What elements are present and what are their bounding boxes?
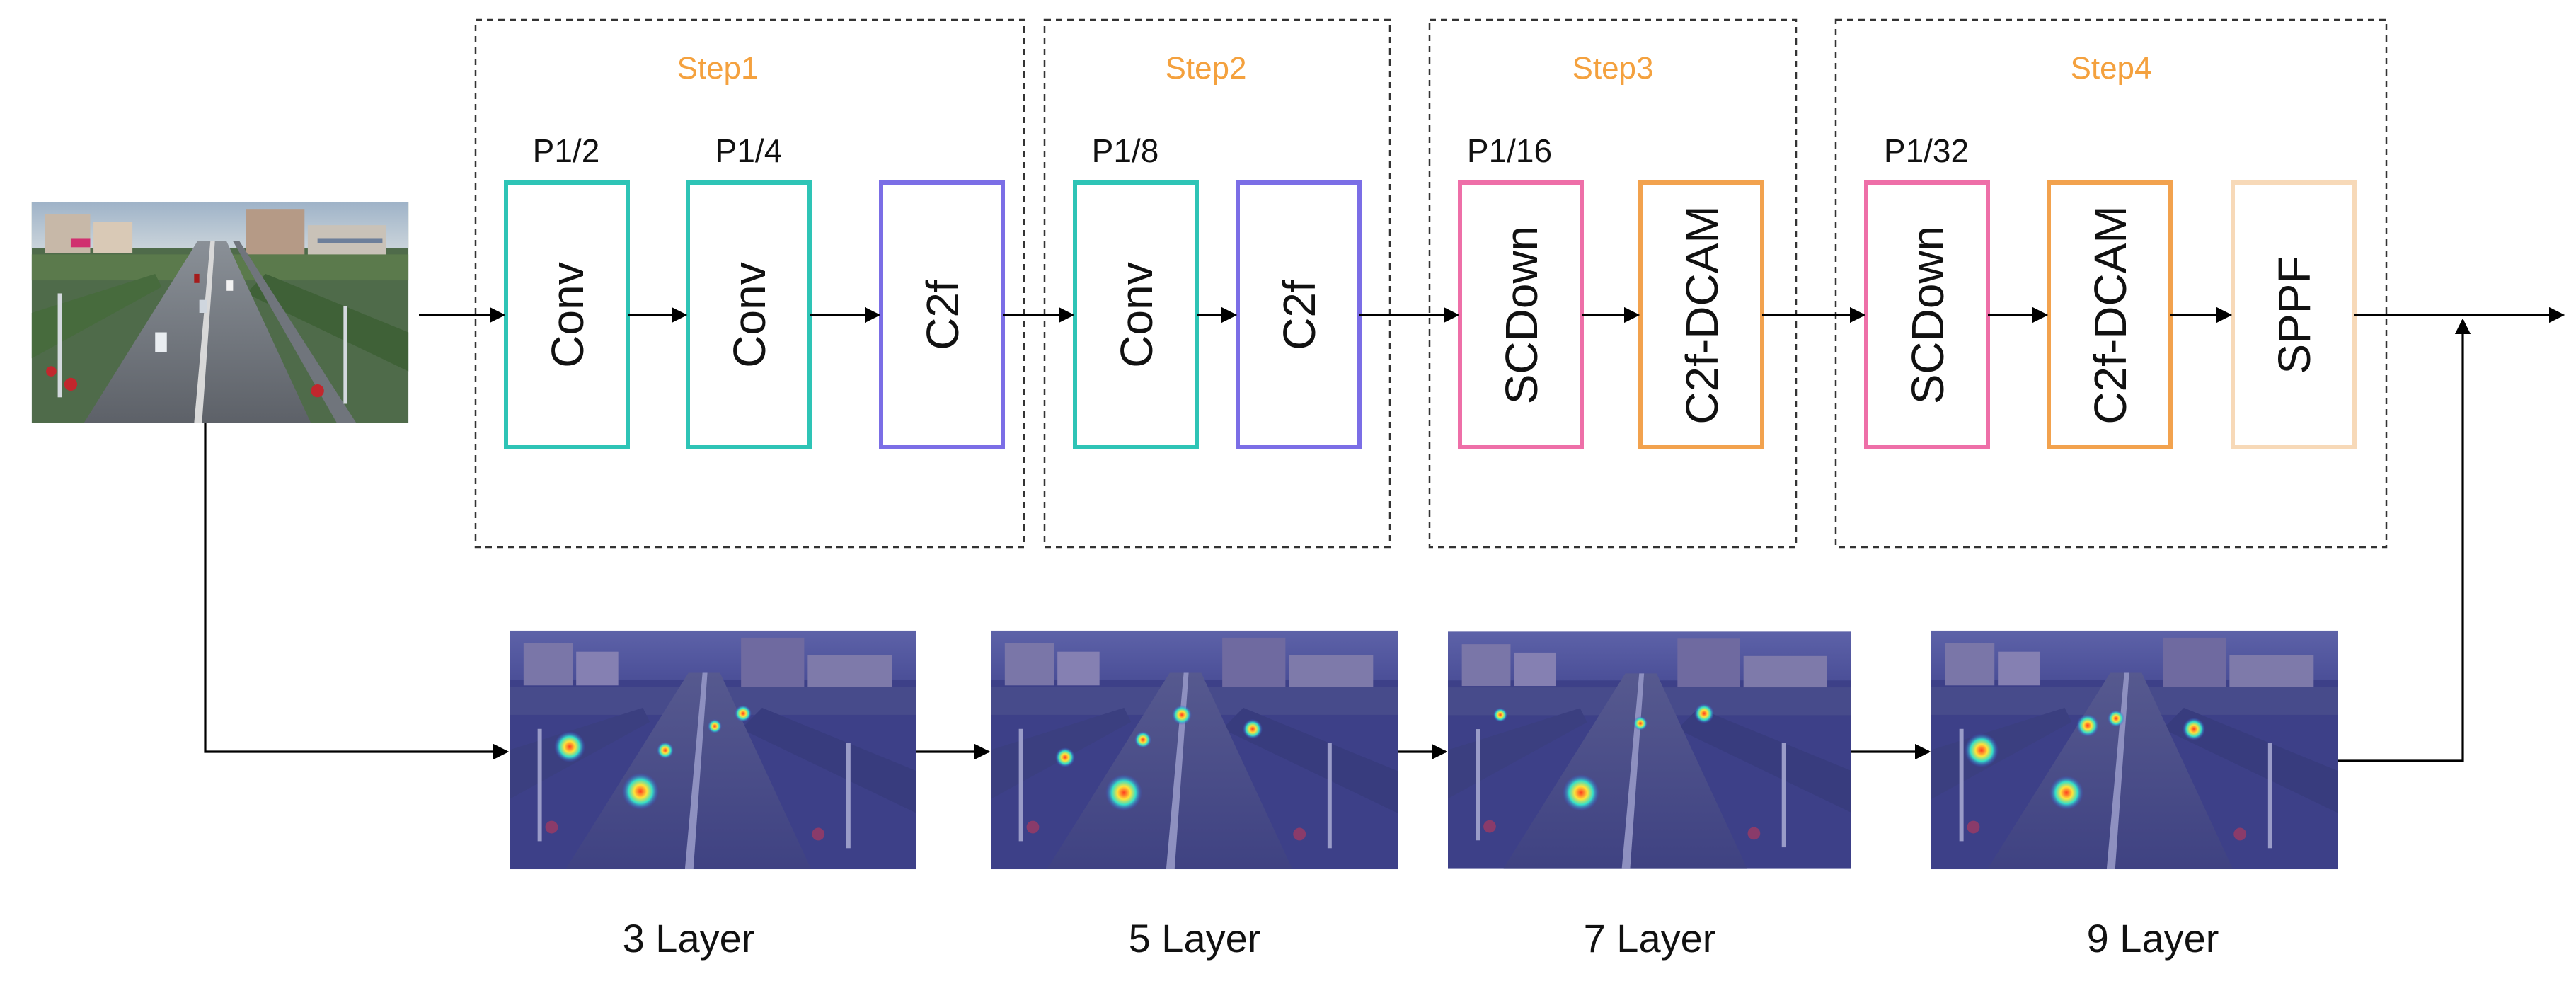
scdown-block: SCDown [1458, 180, 1584, 449]
step-title: Step4 [2071, 51, 2152, 86]
aerial-road-photo-icon [31, 202, 409, 423]
block-label: C2f-DCAM [1677, 205, 1727, 424]
c2f-dcam-block: C2f-DCAM [2047, 180, 2173, 449]
resolution-label: P1/8 [1092, 132, 1159, 169]
resolution-label: P1/32 [1884, 132, 1969, 169]
block-label: C2f [1274, 280, 1325, 350]
step-group-4: Step4 [1834, 18, 2388, 549]
block-label: C2f-DCAM [2085, 205, 2136, 424]
heatmap-layer-3 [510, 630, 916, 870]
sppf-block: SPPF [2231, 180, 2357, 449]
heatmap-layer-5 [991, 630, 1398, 870]
resolution-label: P1/16 [1467, 132, 1552, 169]
attention-heatmap-icon [991, 630, 1398, 870]
conv-block: Conv [686, 180, 812, 449]
step-title: Step3 [1572, 51, 1654, 86]
block-label: Conv [724, 262, 775, 367]
c2f-block: C2f [1236, 180, 1362, 449]
block-label: Conv [1111, 262, 1162, 367]
bottom-path-arrows [204, 318, 2471, 762]
step-group-1: Step1 [474, 18, 1025, 549]
scdown-block: SCDown [1864, 180, 1990, 449]
layer-label: 5 Layer [1129, 916, 1261, 961]
merge-arrow [2338, 318, 2471, 762]
step-group-2: Step2 [1043, 18, 1391, 549]
conv-block: Conv [1073, 180, 1199, 449]
c2f-block: C2f [879, 180, 1005, 449]
step-group-3: Step3 [1428, 18, 1798, 549]
layer-label: 3 Layer [623, 916, 755, 961]
heatmap-layer-9 [1931, 630, 2338, 870]
block-label: C2f [917, 280, 968, 350]
c2f-dcam-block: C2f-DCAM [1638, 180, 1764, 449]
step-title: Step1 [677, 51, 759, 86]
step-title: Step2 [1166, 51, 1247, 86]
block-label: SPPF [2269, 256, 2320, 374]
arrow-connector [204, 423, 510, 760]
attention-heatmap-icon [1448, 631, 1851, 869]
layer-label: 7 Layer [1584, 916, 1716, 961]
block-label: Conv [542, 262, 593, 367]
heatmap-layer-7 [1448, 631, 1851, 869]
step-frame [474, 18, 1025, 549]
resolution-label: P1/4 [715, 132, 783, 169]
layer-label: 9 Layer [2087, 916, 2219, 961]
conv-block: Conv [504, 180, 630, 449]
step-frame [1428, 18, 1798, 549]
block-label: SCDown [1902, 226, 1953, 405]
step-frame [1834, 18, 2388, 549]
resolution-label: P1/2 [533, 132, 600, 169]
input-image [31, 202, 409, 423]
heatmap-row [510, 630, 2338, 870]
step-frame [1043, 18, 1391, 549]
module-blocks: Conv Conv C2f Conv C2f SCDown C2f-DCAM [504, 180, 2357, 449]
block-label: SCDown [1496, 226, 1547, 405]
